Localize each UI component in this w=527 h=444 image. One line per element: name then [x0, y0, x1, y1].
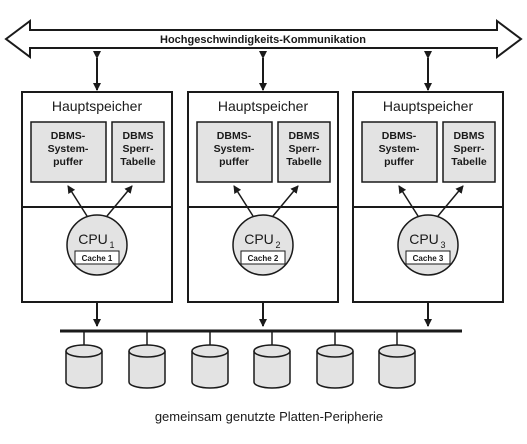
main-memory-title: Hauptspeicher [52, 98, 143, 114]
cpu-label: CPU [78, 231, 108, 247]
disk-drive [316, 331, 354, 389]
cache-box [405, 250, 451, 265]
disk-body [65, 351, 103, 389]
disk-drive [65, 331, 103, 389]
disk-body [253, 351, 291, 389]
cpu-label: CPU [409, 231, 439, 247]
cpu-index: 2 [275, 240, 280, 250]
dbms-lock-table-label: Tabelle [286, 156, 322, 168]
cache-box [74, 250, 120, 265]
cpu-label: CPU [244, 231, 274, 247]
dbms-lock-table-label: DBMS [454, 130, 485, 142]
disk-body [316, 351, 354, 389]
dbms-system-buffer-box [30, 121, 107, 183]
disk-top [65, 344, 103, 358]
communication-bus-arrow [4, 19, 523, 59]
disk-top [378, 344, 416, 358]
disk-drive [128, 331, 166, 389]
disk-top [191, 344, 229, 358]
dbms-system-buffer-label: System- [48, 143, 89, 155]
disk-body [378, 351, 416, 389]
communication-bus-label: Hochgeschwindigkeits-Kommunikation [160, 34, 366, 46]
dbms-system-buffer-label: DBMS- [217, 130, 252, 142]
cpu-to-buffer-arrow [67, 185, 88, 217]
dbms-lock-table-label: Sperr- [123, 143, 154, 155]
disk-top [128, 344, 166, 358]
dbms-lock-table-label: DBMS [123, 130, 154, 142]
disk-body [128, 351, 166, 389]
cache-label: Cache 2 [248, 254, 279, 263]
disk-drive [378, 331, 416, 389]
cpu-index: 1 [109, 240, 114, 250]
dbms-system-buffer-label: System- [214, 143, 255, 155]
cpu-to-lock-table-arrow [437, 185, 464, 217]
disk-drive [253, 331, 291, 389]
dbms-lock-table-label: DBMS [289, 130, 320, 142]
disk-drive [191, 331, 229, 389]
dbms-lock-table-box [442, 121, 496, 183]
main-memory-title: Hauptspeicher [383, 98, 474, 114]
disk-top [316, 344, 354, 358]
disk-top [253, 344, 291, 358]
cpu-to-buffer-arrow [398, 185, 419, 217]
dbms-system-buffer-label: System- [379, 143, 420, 155]
cache-label: Cache 3 [413, 254, 444, 263]
dbms-system-buffer-label: puffer [384, 156, 414, 168]
disk-periphery-caption: gemeinsam genutzte Platten-Peripherie [155, 409, 383, 424]
cpu-index: 3 [440, 240, 445, 250]
disk-body [191, 351, 229, 389]
dbms-system-buffer-label: DBMS- [51, 130, 86, 142]
dbms-system-buffer-label: puffer [53, 156, 83, 168]
dbms-system-buffer-label: DBMS- [382, 130, 417, 142]
dbms-lock-table-box [277, 121, 331, 183]
dbms-lock-table-label: Sperr- [289, 143, 320, 155]
dbms-system-buffer-box [196, 121, 273, 183]
cpu-to-lock-table-arrow [106, 185, 133, 217]
main-memory-title: Hauptspeicher [218, 98, 309, 114]
cache-box [240, 250, 286, 265]
cache-label: Cache 1 [82, 254, 113, 263]
dbms-system-buffer-label: puffer [219, 156, 249, 168]
dbms-lock-table-label: Tabelle [451, 156, 487, 168]
dbms-lock-table-label: Sperr- [454, 143, 485, 155]
cpu-to-lock-table-arrow [272, 185, 299, 217]
dbms-lock-table-box [111, 121, 165, 183]
dbms-lock-table-label: Tabelle [120, 156, 156, 168]
cpu-to-buffer-arrow [233, 185, 254, 217]
dbms-system-buffer-box [361, 121, 438, 183]
